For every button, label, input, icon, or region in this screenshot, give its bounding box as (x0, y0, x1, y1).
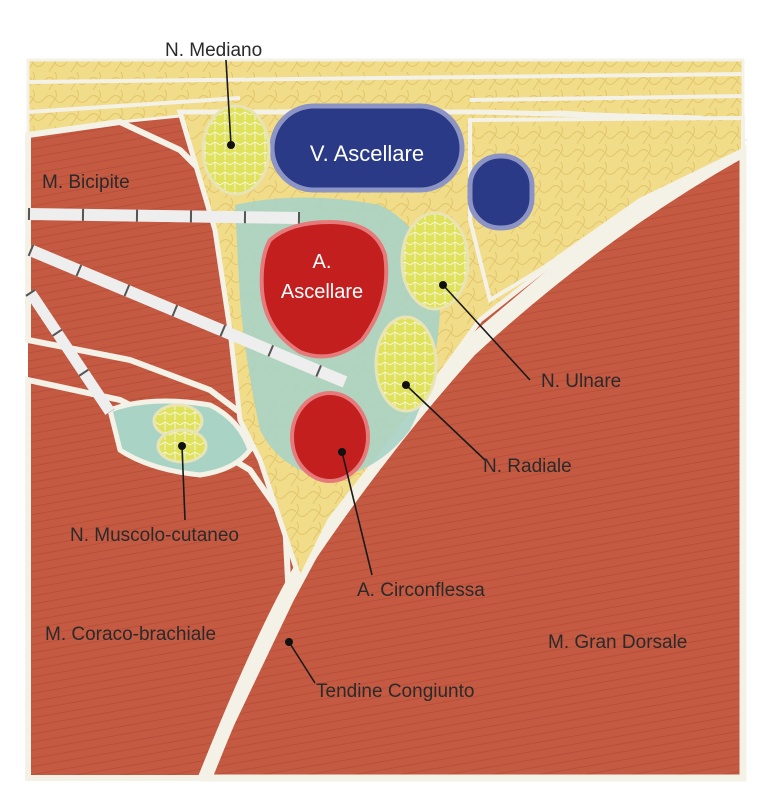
label-n-mediano: N. Mediano (165, 40, 262, 61)
label-tendine-congiunto: Tendine Congiunto (316, 681, 474, 702)
label-v-ascellare: V. Ascellare (310, 141, 424, 166)
nervo-ulnare (402, 213, 468, 309)
label-n-muscolo-cutaneo: N. Muscolo-cutaneo (70, 525, 239, 546)
label-m-bicipite: M. Bicipite (42, 172, 130, 193)
vena-accessory (470, 156, 532, 228)
arteria-circonflessa (292, 393, 368, 481)
label-a-ascellare-line2: Ascellare (281, 281, 363, 303)
nervo-mediano (203, 106, 269, 194)
label-n-ulnare: N. Ulnare (541, 371, 621, 392)
nervo-radiale (376, 317, 436, 411)
label-m-coraco-brachiale: M. Coraco-brachiale (45, 624, 216, 645)
label-m-gran-dorsale: M. Gran Dorsale (548, 632, 687, 653)
label-a-ascellare-line1: A. (313, 251, 332, 273)
label-a-circonflessa: A. Circonflessa (357, 580, 485, 601)
label-n-radiale: N. Radiale (483, 456, 572, 477)
